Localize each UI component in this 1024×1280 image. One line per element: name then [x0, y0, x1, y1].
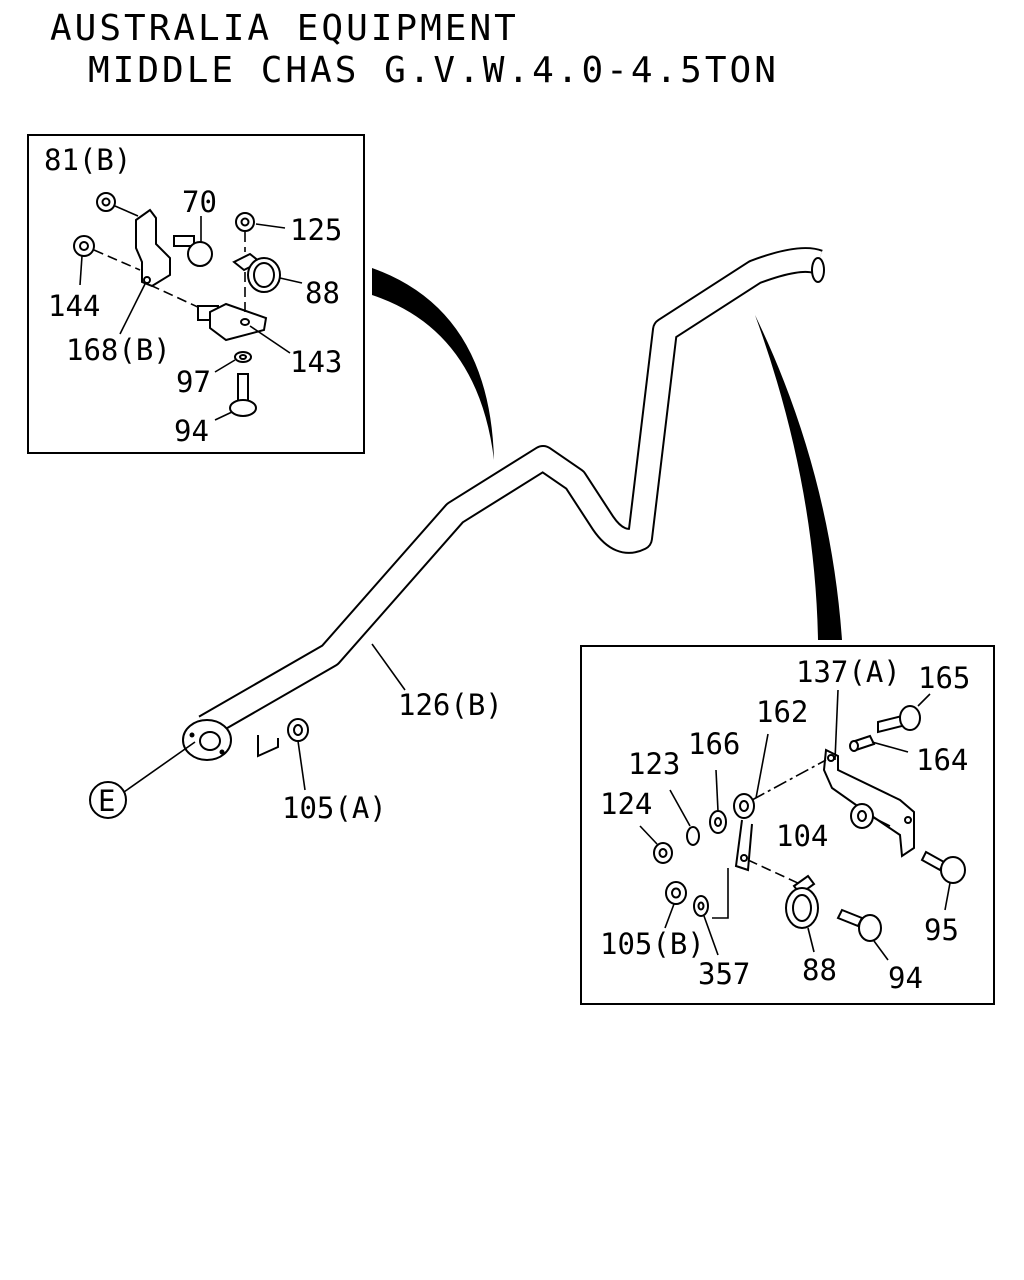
label-125: 125	[290, 213, 342, 247]
title-line-2: MIDDLE CHAS G.V.W.4.0-4.5TON	[88, 50, 779, 91]
label-162: 162	[756, 695, 808, 729]
label-168b: 168(B)	[66, 333, 171, 367]
label-97: 97	[176, 365, 211, 399]
label-94-left: 94	[174, 414, 209, 448]
mount-143-icon	[209, 302, 268, 342]
pipe-flange	[182, 719, 232, 761]
nut-105a-icon	[287, 718, 309, 742]
label-88-right: 88	[802, 953, 837, 987]
label-166: 166	[688, 727, 740, 761]
callout-wedge-left	[372, 268, 494, 460]
label-94-right: 94	[888, 961, 923, 995]
label-126b: 126(B)	[398, 688, 503, 722]
title-line-1: AUSTRALIA EQUIPMENT	[50, 8, 519, 49]
exhaust-pipe	[198, 247, 825, 739]
label-165: 165	[918, 661, 970, 695]
label-88-left: 88	[305, 276, 340, 310]
left-inset-parts	[73, 192, 303, 421]
label-70: 70	[182, 185, 217, 219]
right-inset-parts	[639, 689, 966, 961]
left-inset-frame	[27, 134, 365, 454]
label-144: 144	[48, 289, 100, 323]
label-124: 124	[600, 787, 652, 821]
callout-wedge-right	[755, 315, 842, 640]
label-105a: 105(A)	[282, 791, 387, 825]
label-123: 123	[628, 747, 680, 781]
label-105b: 105(B)	[600, 927, 705, 961]
right-inset-frame	[580, 645, 995, 1005]
label-137a: 137(A)	[796, 655, 901, 689]
pipe-bracket	[257, 735, 279, 758]
connector-e-icon	[89, 781, 127, 819]
label-81b: 81(B)	[44, 143, 131, 177]
ring-123-icon	[686, 826, 700, 846]
stay-icon	[734, 819, 753, 872]
pipe-outlet-end	[811, 257, 825, 283]
label-104: 104	[776, 819, 828, 853]
label-95: 95	[924, 913, 959, 947]
bolt-70-icon	[173, 235, 195, 247]
label-357: 357	[698, 957, 750, 991]
bracket-icon	[135, 208, 171, 288]
bracket-137a-icon	[822, 748, 915, 858]
connector-e-label: E	[98, 784, 115, 818]
bolt-94-right-icon	[836, 908, 864, 928]
label-143: 143	[290, 345, 342, 379]
label-164: 164	[916, 743, 968, 777]
